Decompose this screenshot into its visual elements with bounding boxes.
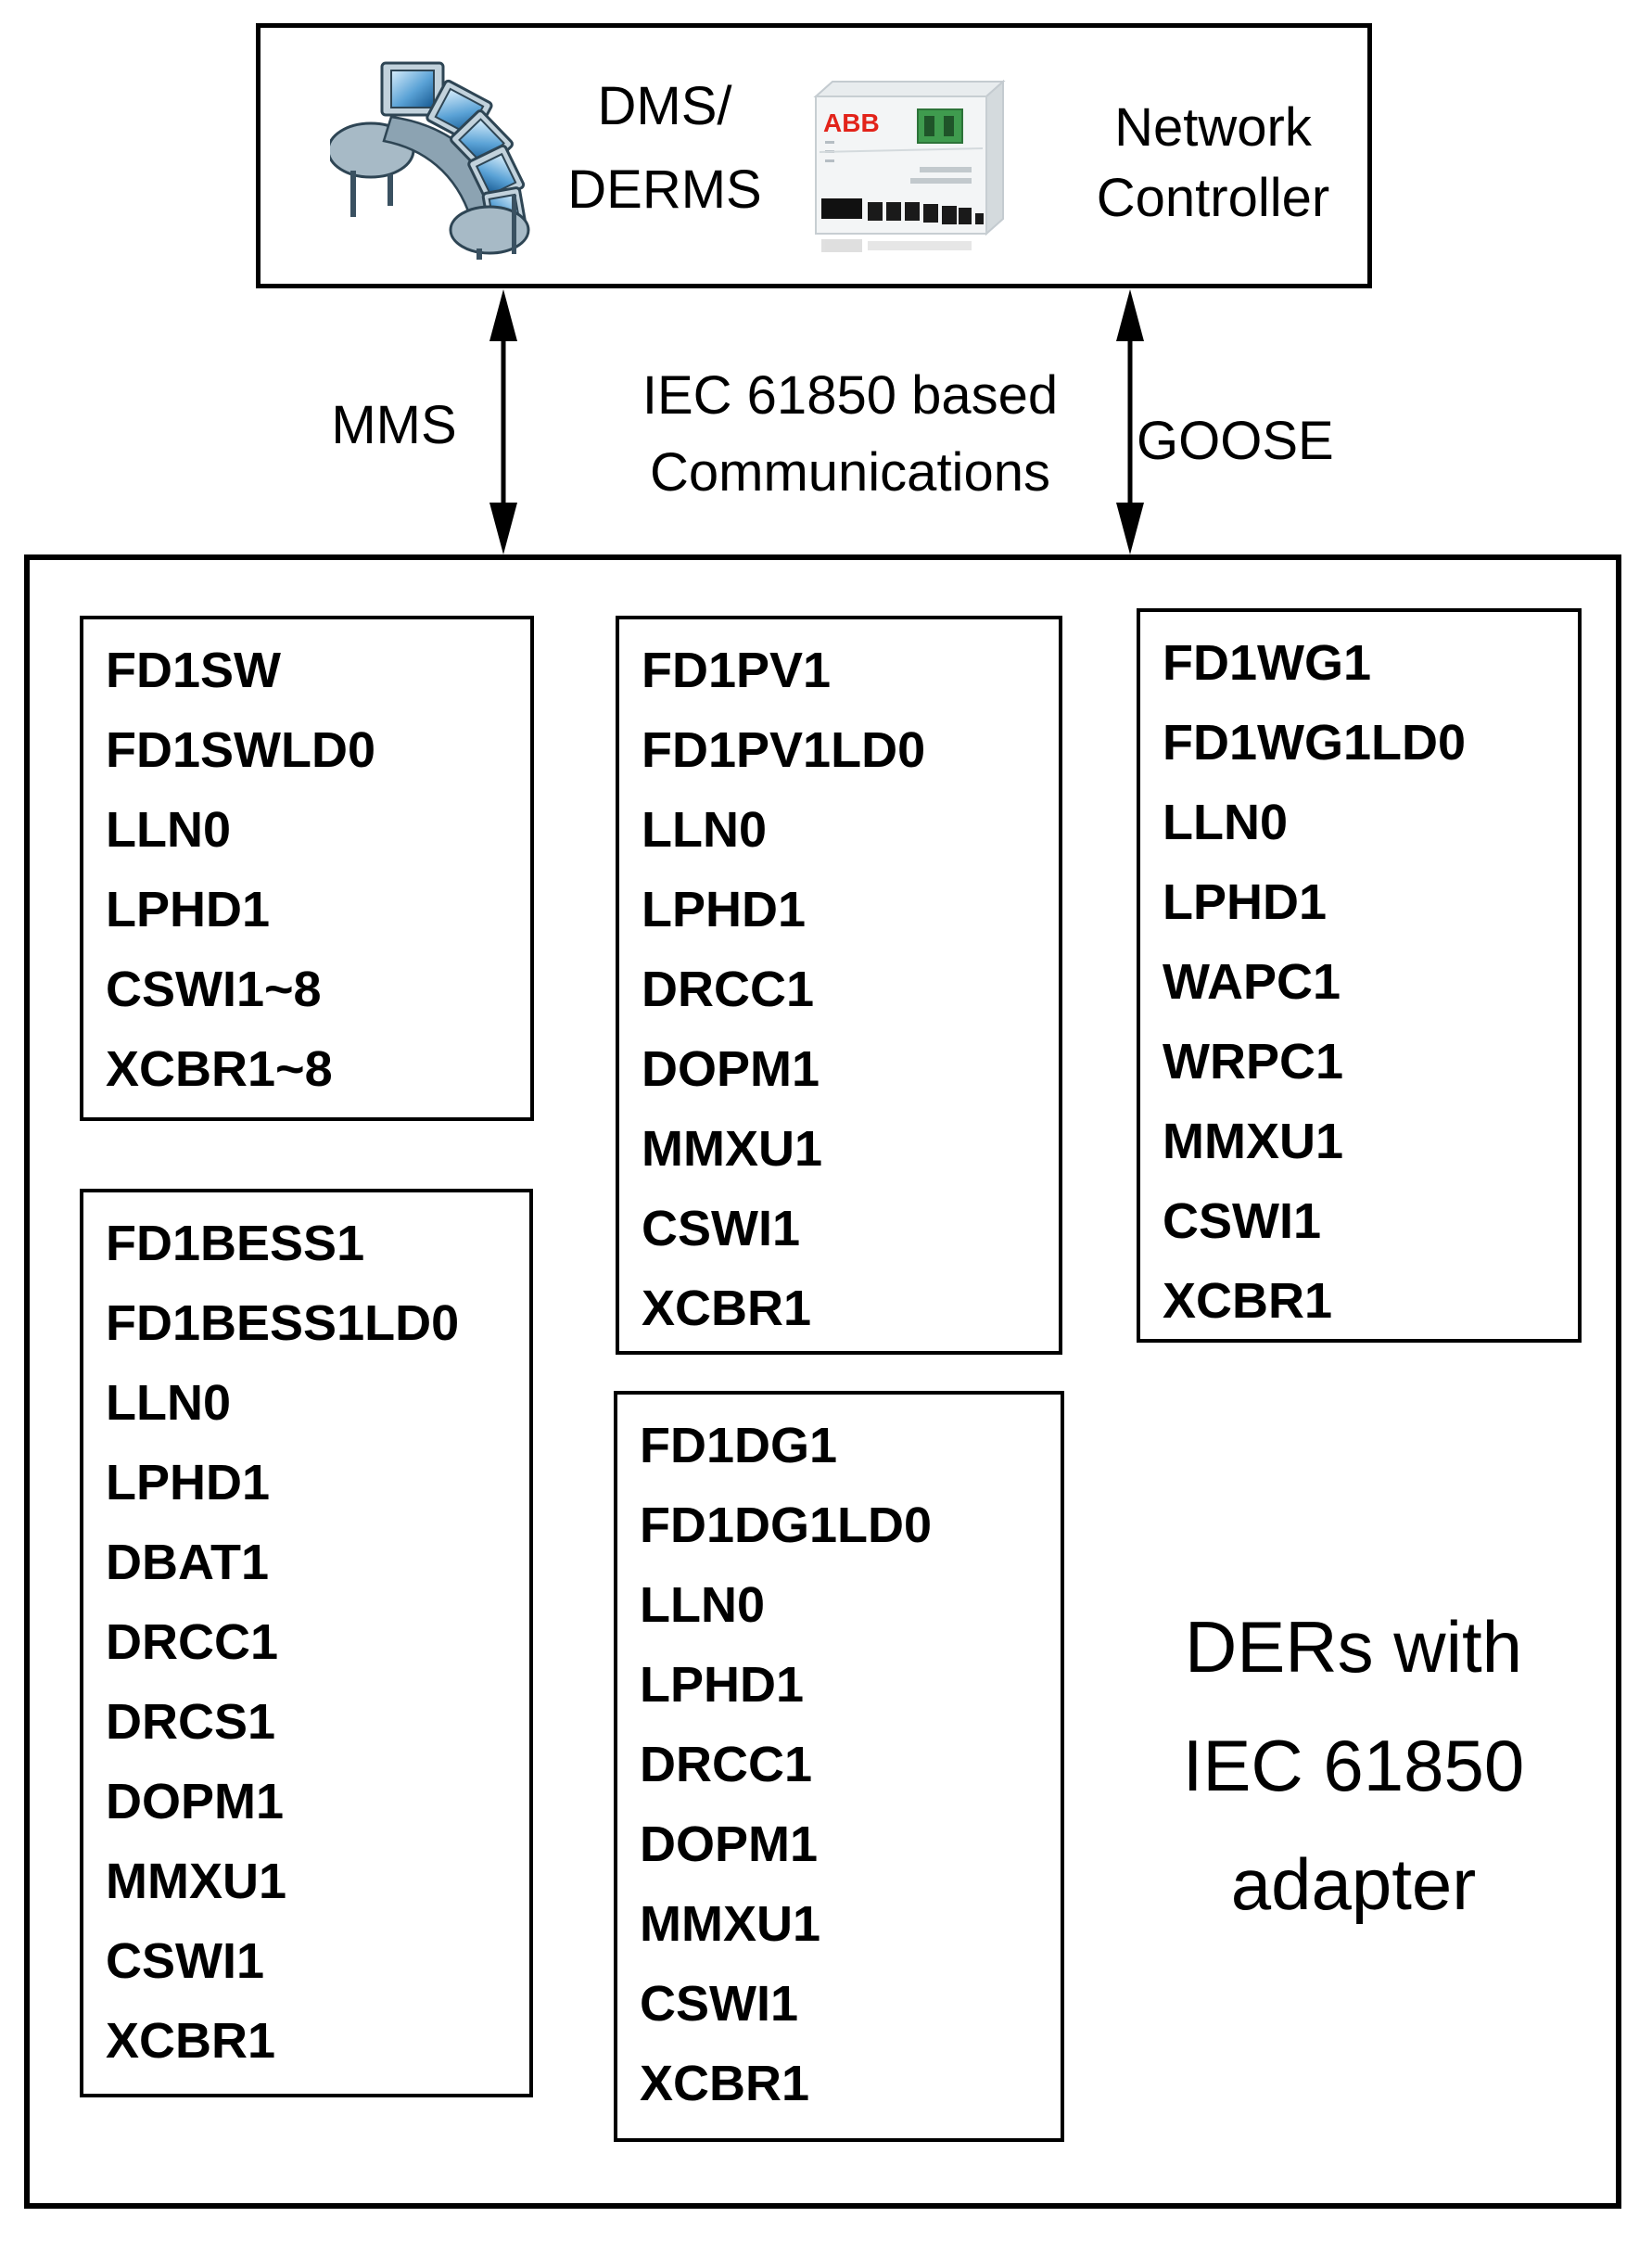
goose-protocol-label: GOOSE (1137, 411, 1334, 471)
logical-node-label: XCBR1 (106, 2013, 276, 2069)
logical-node-label: FD1BESS1 (106, 1216, 365, 1271)
port-row (821, 198, 984, 224)
iec-line-1: IEC 61850 based (642, 365, 1059, 426)
logical-node-label: XCBR1 (1163, 1273, 1333, 1329)
logical-node-label: LPHD1 (106, 1455, 271, 1510)
logical-node-label: DRCC1 (106, 1614, 279, 1670)
logical-node-label: LPHD1 (1163, 874, 1328, 930)
logical-node-label: FD1WG1 (1163, 635, 1372, 691)
logical-node-label: XCBR1 (642, 1281, 812, 1336)
logical-node-label: LLN0 (642, 802, 767, 858)
caption-line-3: adapter (1230, 1843, 1477, 1925)
dms-derms-label: DMS/ DERMS (549, 65, 781, 232)
control-room-icon (330, 61, 530, 260)
logical-node-label: DOPM1 (106, 1774, 285, 1829)
logical-node-label: CSWI1 (1163, 1193, 1322, 1249)
iec-line-2: Communications (650, 442, 1050, 503)
logical-node-label: FD1SW (106, 643, 281, 698)
logical-node-label: LLN0 (640, 1577, 765, 1633)
logical-node-label: LPHD1 (642, 882, 807, 937)
abb-logo: ABB (823, 108, 880, 137)
logical-node-label: FD1DG1 (640, 1418, 838, 1473)
logical-node-label: WAPC1 (1163, 954, 1341, 1010)
logical-node-label: CSWI1 (640, 1976, 799, 2032)
logical-node-label: DBAT1 (106, 1535, 270, 1590)
logical-node-label: FD1DG1LD0 (640, 1497, 933, 1553)
dms-line-1: DMS/ (597, 76, 732, 136)
caption-line-1: DERs with (1184, 1606, 1523, 1688)
logical-node-label: DRCC1 (640, 1737, 813, 1792)
logical-node-label: DRCS1 (106, 1694, 276, 1750)
dms-line-2: DERMS (567, 159, 762, 220)
logical-node-label: CSWI1 (106, 1933, 265, 1989)
logical-node-label: MMXU1 (106, 1854, 287, 1909)
logical-node-label: MMXU1 (642, 1121, 823, 1177)
logical-node-label: DRCC1 (642, 962, 815, 1017)
terminal-block (917, 108, 963, 144)
logical-node-label: WRPC1 (1163, 1034, 1344, 1090)
logical-node-label: DOPM1 (642, 1041, 820, 1097)
logical-node-label: FD1WG1LD0 (1163, 715, 1467, 771)
logical-node-label: LPHD1 (640, 1657, 805, 1713)
logical-node-label: LLN0 (106, 802, 231, 858)
logical-node-label: XCBR1~8 (106, 1041, 333, 1097)
mms-protocol-label: MMS (331, 395, 457, 455)
logical-node-label: LLN0 (1163, 795, 1288, 850)
logical-node-label: CSWI1 (642, 1201, 801, 1256)
logical-node-label: FD1SWLD0 (106, 722, 376, 778)
logical-node-label: FD1PV1 (642, 643, 832, 698)
logical-node-label: XCBR1 (640, 2056, 810, 2111)
logical-node-label: MMXU1 (1163, 1114, 1344, 1169)
caption-line-2: IEC 61850 (1182, 1725, 1525, 1806)
goose-arrow (1116, 289, 1144, 554)
monitor-1 (380, 61, 445, 117)
logical-node-label: DOPM1 (640, 1816, 819, 1872)
mms-arrow (489, 289, 517, 554)
nc-line-1: Network (1114, 97, 1312, 158)
nc-line-2: Controller (1096, 168, 1330, 228)
logical-node-label: LLN0 (106, 1375, 231, 1431)
network-controller-label: Network Controller (1053, 93, 1373, 234)
logical-node-label: MMXU1 (640, 1896, 821, 1952)
logical-node-label: FD1PV1LD0 (642, 722, 926, 778)
iec61850-communications-label: IEC 61850 based Communications (607, 357, 1093, 511)
logical-node-label: LPHD1 (106, 882, 271, 937)
ders-caption: DERs with IEC 61850 adapter (1075, 1587, 1632, 1944)
logical-node-label: CSWI1~8 (106, 962, 322, 1017)
network-controller-device-icon: ABB (813, 79, 1006, 252)
logical-node-label: FD1BESS1LD0 (106, 1295, 460, 1351)
